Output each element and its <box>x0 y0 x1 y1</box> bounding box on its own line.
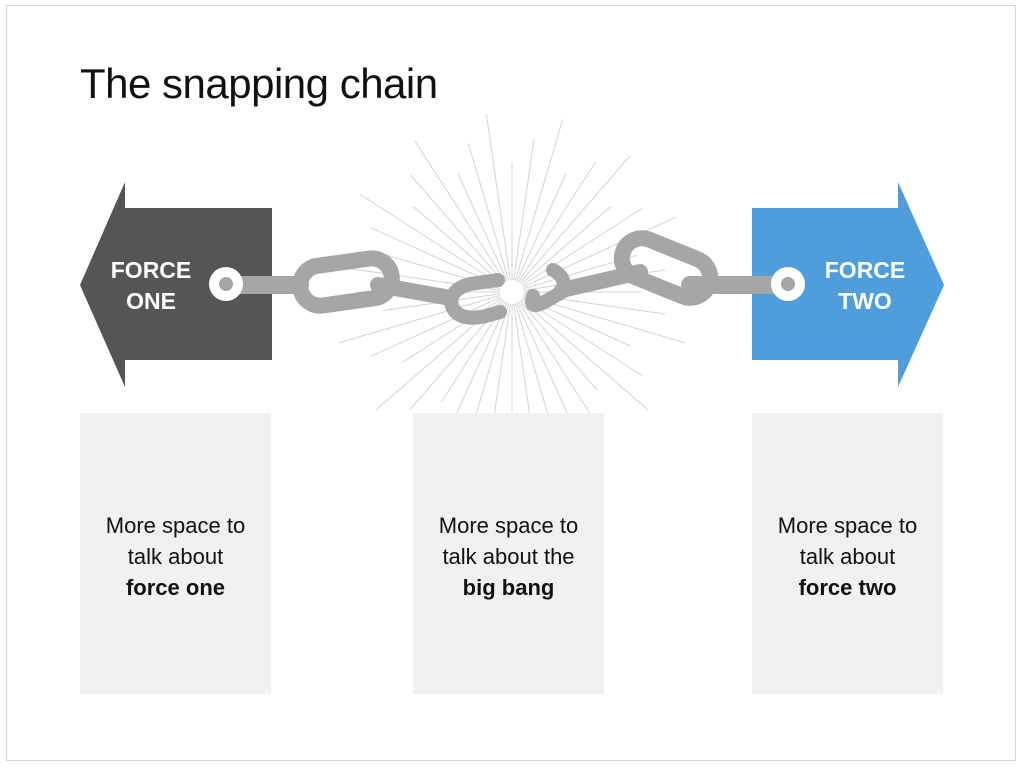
burst-ray <box>519 155 631 284</box>
burst-ray <box>520 299 649 411</box>
burst-ray <box>513 138 535 281</box>
force-one-label: FORCE ONE <box>101 255 201 317</box>
burst-ray <box>493 303 511 421</box>
chain-bar-left-inner <box>370 277 453 305</box>
slide-title: The snapping chain <box>80 60 438 107</box>
force-one-desc-line1: More space to <box>105 513 246 538</box>
force-two-label: FORCE TWO <box>815 255 915 317</box>
big-bang-desc-bold: big bang <box>462 575 555 600</box>
burst-ray <box>520 206 611 285</box>
force-two-description: More space to talk about force two <box>752 510 943 603</box>
force-two-line1: FORCE <box>824 257 906 283</box>
chain-link-left <box>292 250 400 314</box>
burst-ray <box>370 296 502 357</box>
burst-ray <box>521 298 643 377</box>
burst-ray <box>518 161 597 283</box>
force-two-desc-line2: talk about <box>799 544 896 569</box>
burst-ray <box>514 303 550 417</box>
force-one-line1: FORCE <box>110 257 192 283</box>
slide-frame <box>6 5 1016 761</box>
burst-ray <box>467 143 510 281</box>
burst-ray <box>516 173 567 282</box>
burst-ray <box>519 300 598 391</box>
burst-ray <box>518 301 597 423</box>
force-two-line2: TWO <box>838 288 892 314</box>
force-one-line2: ONE <box>126 288 176 314</box>
force-two-bolt-inner <box>781 277 795 291</box>
force-two-desc-bold: force two <box>798 575 897 600</box>
big-bang-text-box <box>413 413 604 694</box>
burst-ray <box>413 206 504 285</box>
chain-link-broken-left <box>444 273 507 325</box>
burst-ray <box>457 173 508 282</box>
burst-ray <box>522 216 676 288</box>
burst-ray <box>339 294 501 344</box>
burst-ray <box>514 119 564 281</box>
burst-ray <box>414 140 506 283</box>
burst-ray <box>485 113 511 281</box>
force-two-arrow <box>752 182 944 387</box>
force-one-description: More space to talk about force one <box>80 510 271 603</box>
big-bang-burst <box>333 113 685 472</box>
force-two-text-box <box>752 413 943 694</box>
force-two-desc-line1: More space to <box>777 513 918 538</box>
burst-ray <box>521 207 643 286</box>
burst-ray <box>360 194 503 286</box>
force-one-text-box <box>80 413 271 694</box>
force-one-desc-line2: talk about <box>127 544 224 569</box>
force-one-bolt-inner <box>219 277 233 291</box>
big-bang-description: More space to talk about the big bang <box>413 510 604 603</box>
big-bang-desc-line1: More space to <box>438 513 579 538</box>
chain-link-broken-right <box>525 263 571 313</box>
big-bang-desc-line2: talk about the <box>442 544 575 569</box>
force-one-arrow <box>80 182 272 387</box>
burst-ray <box>410 174 505 284</box>
force-one-desc-bold: force one <box>125 575 226 600</box>
